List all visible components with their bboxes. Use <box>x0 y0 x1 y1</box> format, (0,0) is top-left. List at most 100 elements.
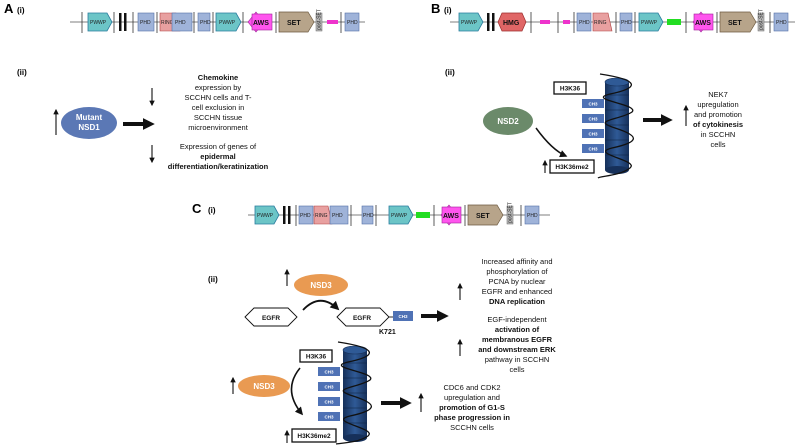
panel-letter-a: A <box>4 1 14 16</box>
h3k36me2-box <box>549 159 595 174</box>
nsd2-domain-track: PWWP HMG PHD RING PHD PWWP AWS <box>450 9 795 33</box>
nsd3-outcome-3: CDC6 and CDK2 upregulation and promotion… <box>434 383 510 432</box>
ch3-tag <box>318 382 340 391</box>
ch3-label: CH3 <box>588 147 597 152</box>
domain-label: HMG <box>503 20 520 27</box>
domain-label: SET <box>476 213 490 220</box>
phd-domain <box>137 12 155 32</box>
oval-line: Mutant <box>76 113 103 122</box>
nsd3-domain-track: PWWP PHD RING PHD PHD PWWP AWS SET <box>248 202 550 226</box>
domain-label: PHD <box>776 20 787 26</box>
text-line: cells <box>509 365 524 374</box>
ch3-label: CH3 <box>324 415 333 420</box>
domain-label: PWWP <box>257 213 274 219</box>
phd-domain <box>344 12 360 32</box>
ch3-label: CH3 <box>324 400 333 405</box>
domain-label: post-SET <box>759 9 765 30</box>
oval-line: NSD1 <box>78 123 100 132</box>
domain-label: SET <box>287 20 301 27</box>
text-line: epidermal <box>200 152 235 161</box>
domain-label: PWWP <box>219 20 236 26</box>
panel-letter-c: C <box>192 201 202 216</box>
ring-domain <box>592 12 613 32</box>
h3k36me2-label: H3K36me2 <box>555 164 589 171</box>
domain-label: PHD <box>621 20 632 26</box>
domain-label: PHD <box>579 20 590 26</box>
domain-label: PHD <box>527 213 538 219</box>
phd-domain <box>329 205 349 225</box>
domain-label: post-SET <box>317 9 323 30</box>
domain-label: PHD <box>347 20 358 26</box>
panel-letter-b: B <box>431 1 440 16</box>
text-line: expression by <box>195 83 242 92</box>
panel-a-sub-i: (i) <box>17 6 25 15</box>
text-line: promotion of G1-S <box>439 403 505 412</box>
text-line: phase progression in <box>434 413 510 422</box>
domain-label: PHD <box>140 20 151 26</box>
set-domain <box>467 204 504 226</box>
text-line: SCCHN tissue <box>194 113 242 122</box>
domain-label: PWWP <box>391 213 408 219</box>
k721-label: K721 <box>379 329 396 336</box>
phd-domain <box>298 205 314 225</box>
text-line: upregulation <box>697 100 738 109</box>
domain-label: PHD <box>175 20 186 26</box>
panel-a: A (i) PWWP PHD RING PHD PHD PWWP <box>4 1 365 171</box>
pwwp-domain <box>388 205 414 225</box>
domain-label: AWS <box>695 20 711 27</box>
phd-domain <box>524 205 540 225</box>
phd-domain <box>619 12 633 32</box>
phd-domain <box>576 12 592 32</box>
h3k36-label: H3K36 <box>306 354 327 361</box>
domain-label: PWWP <box>641 20 658 26</box>
text-line: microenvironment <box>188 123 249 132</box>
egfr-label: EGFR <box>262 315 280 322</box>
egfr-hexagon <box>244 307 298 327</box>
h3k36me2-label: H3K36me2 <box>297 433 331 440</box>
pwwp-domain <box>458 12 484 32</box>
phd-domain <box>773 12 789 32</box>
text-line: membranous EGFR <box>482 335 553 344</box>
nsd3-outcome-1: Increased affinity and phosphorylation o… <box>481 257 552 306</box>
domain-label: PHD <box>200 20 211 26</box>
text-line: activation of <box>495 325 540 334</box>
ch3-tag <box>318 367 340 376</box>
post-set-domain <box>506 205 514 225</box>
ch3-label: CH3 <box>324 385 333 390</box>
text-line: EGFR and enhanced <box>482 287 552 296</box>
text-line: SCCHN cells <box>450 423 494 432</box>
text-line: SCCHN cells and T- <box>185 93 252 102</box>
set-domain <box>278 11 315 33</box>
phd-domain <box>361 205 374 225</box>
panel-c-sub-i: (i) <box>208 206 216 215</box>
domain-label: AWS <box>443 213 459 220</box>
panel-b-sub-ii: (ii) <box>445 68 455 77</box>
set-domain <box>719 11 757 33</box>
domain-label: PHD <box>332 213 343 219</box>
h3k36-box <box>553 81 587 95</box>
pwwp-domain <box>215 12 242 32</box>
ch3-tag <box>582 114 604 123</box>
pwwp-domain <box>638 12 664 32</box>
domain-label: AWS <box>253 20 269 27</box>
domain-label: RING <box>161 20 174 26</box>
nsd2-oval <box>483 107 533 135</box>
text-line: and downstream ERK <box>478 345 556 354</box>
ch3-label: CH3 <box>588 132 597 137</box>
pwwp-domain <box>87 12 113 32</box>
ch3-tag <box>582 129 604 138</box>
text-line: NEK7 <box>708 90 728 99</box>
ch3-tag <box>318 412 340 421</box>
ch3-label: CH3 <box>324 370 333 375</box>
domain-label: RING <box>315 213 328 219</box>
ch3-tags-c: CH3 CH3 CH3 CH3 <box>318 367 340 421</box>
ch3-tag <box>393 311 413 321</box>
text-line: and promotion <box>694 110 742 119</box>
text-line: DNA replication <box>489 297 545 306</box>
panel-a-sub-ii: (ii) <box>17 68 27 77</box>
nsd1-outcome-2: Expression of genes of epidermal differe… <box>168 142 269 171</box>
text-line: PCNA by nuclear <box>488 277 546 286</box>
domain-label: RING <box>594 20 607 26</box>
ch3-label: CH3 <box>588 117 597 122</box>
